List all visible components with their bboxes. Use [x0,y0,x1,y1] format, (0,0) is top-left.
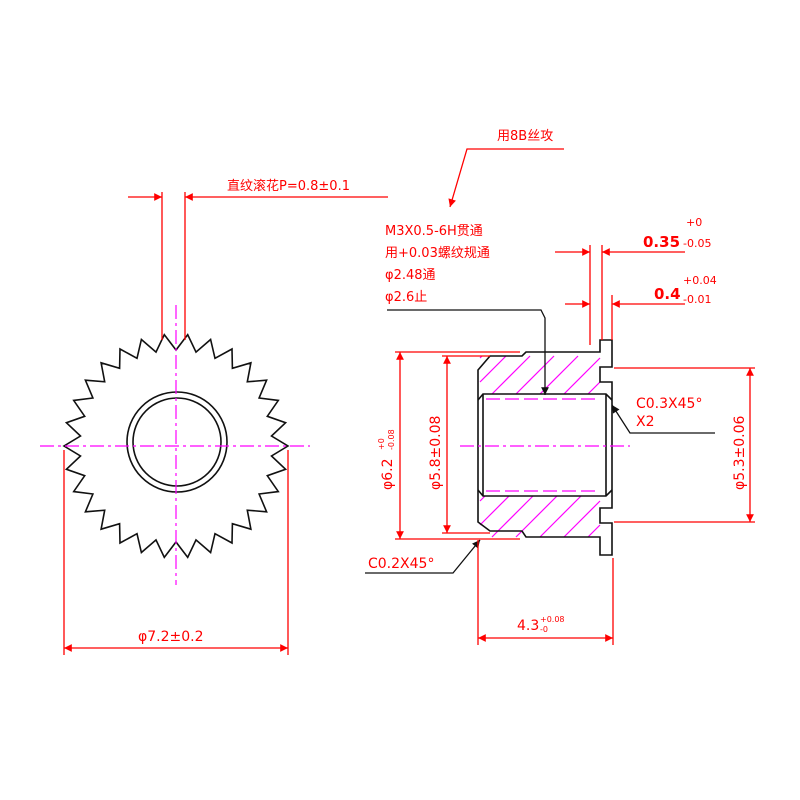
knurled-outline [62,333,290,559]
section-hatch [479,355,601,538]
hatch-line [491,495,534,538]
tap-leader [448,148,564,208]
thread-note-4: φ2.6止 [385,290,427,305]
outer-chamfer-leader [365,539,481,574]
inner-chamfer-count: X2 [636,414,655,430]
groove-width-lower: -0.01 [683,293,711,306]
hatch-line [539,355,579,395]
hatch-line [479,495,510,526]
inner-chamfer-note: C0.3X45° [636,396,702,412]
flange-thickness-nominal: 0.35 [643,233,680,251]
dia-6-2-nominal: φ6.2 [380,459,396,491]
hatch-line [479,495,486,502]
hatch-line [539,495,582,538]
dia-6-2-upper: +0 [377,438,386,450]
hatch-line [479,355,507,383]
hatch-line [587,524,601,538]
outer-chamfer-note: C0.2X45° [368,556,434,572]
hatch-line [515,495,558,538]
bore-outline [477,393,613,497]
front-view: 直纹滚花P=0.8±0.1 φ7.2±0.2 [40,178,388,655]
bore-circle [132,397,222,487]
length-upper: +0.08 [540,615,565,624]
hatch-line [563,357,601,395]
outer-diameter-label: φ7.2±0.2 [138,629,204,645]
groove-width-upper: +0.04 [683,274,717,287]
dia-5-3-label: φ5.3±0.06 [732,416,748,490]
section-view: 用8B丝攻 M3X0.5-6H贯通 用+0.03螺纹规通 φ2.48通 φ2.6… [365,129,755,645]
hatch-line [563,500,601,538]
dia-5-8-label: φ5.8±0.08 [428,416,444,490]
groove-width-nominal: 0.4 [654,285,681,303]
part-outline [477,339,613,556]
flange-thickness-upper: +0 [686,216,702,229]
thread-note-2: 用+0.03螺纹规通 [385,246,490,261]
thread-leader [387,309,549,395]
length-lower: -0 [540,625,548,634]
thread-note-3: φ2.48通 [385,268,436,283]
tap-note: 用8B丝攻 [497,129,553,144]
knurl-pitch-note: 直纹滚花P=0.8±0.1 [227,178,350,194]
chamfer-leader [611,404,715,434]
length-nominal: 4.3 [517,618,539,634]
bore-chamfer-circle [126,391,228,493]
thread-note-1: M3X0.5-6H贯通 [385,224,483,239]
hatch-line [587,381,601,395]
dia-6-2-lower: -0.08 [387,429,396,450]
flange-thickness-lower: -0.05 [683,237,711,250]
hatch-line [491,355,531,395]
hatch-line [515,355,555,395]
